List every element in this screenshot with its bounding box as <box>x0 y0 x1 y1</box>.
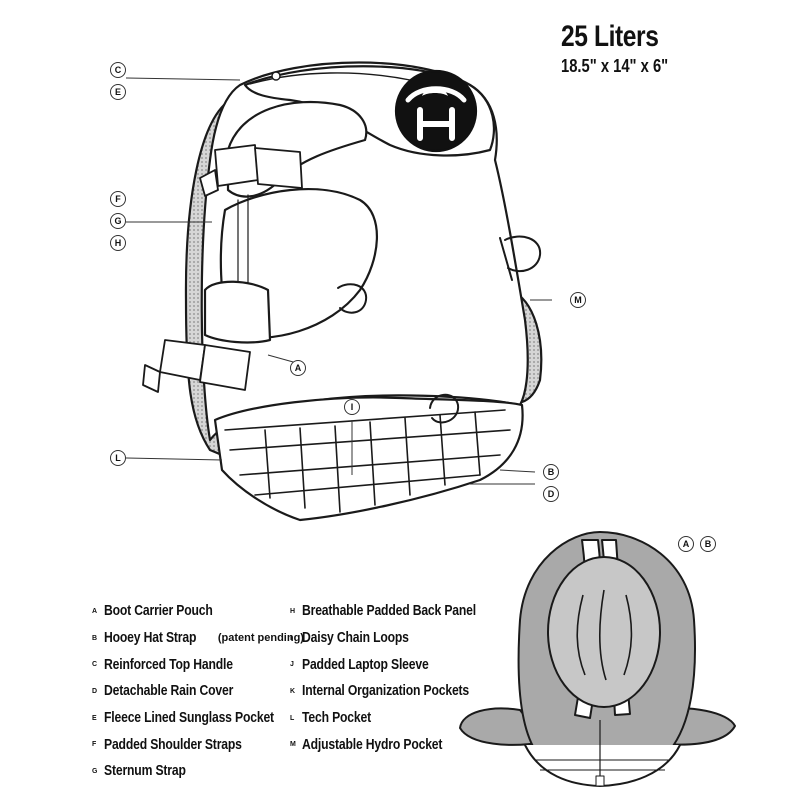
callout-F: F <box>110 191 126 207</box>
legend-item: L Tech Pocket <box>290 705 509 732</box>
callout-lines <box>125 77 552 485</box>
legend-label: Boot Carrier Pouch <box>104 603 213 620</box>
callout-C: C <box>110 62 126 78</box>
legend-item: D Detachable Rain Cover <box>92 678 306 705</box>
legend-key: F <box>92 741 97 749</box>
svg-text:B: B <box>548 467 555 477</box>
callout-I: I <box>344 399 360 415</box>
legend-item: G Sternum Strap <box>92 758 306 785</box>
legend-item: K Internal Organization Pockets <box>290 678 509 705</box>
legend-label: Fleece Lined Sunglass Pocket <box>104 710 274 727</box>
legend-key: B <box>92 634 98 642</box>
legend-label: Breathable Padded Back Panel <box>302 603 477 620</box>
svg-text:F: F <box>115 194 121 204</box>
backpack-main-view <box>142 61 543 522</box>
callout-A-back: A <box>678 536 694 552</box>
svg-text:I: I <box>351 402 354 412</box>
legend-item: M Adjustable Hydro Pocket <box>290 731 509 758</box>
legend-item: H Breathable Padded Back Panel <box>290 598 509 625</box>
side-d-ring <box>504 235 542 273</box>
legend-left: A Boot Carrier Pouch B Hooey Hat Strap (pat… <box>92 598 306 785</box>
legend-item: I Daisy Chain Loops <box>290 625 509 652</box>
svg-text:B: B <box>705 539 712 549</box>
callout-G: G <box>110 213 126 229</box>
waist-buckle <box>142 339 251 393</box>
padded-back-oval <box>547 556 661 708</box>
legend-right: H Breathable Padded Back Panel I Daisy Cha… <box>290 598 509 758</box>
svg-text:G: G <box>114 216 121 226</box>
legend-key: D <box>92 687 98 695</box>
svg-text:M: M <box>574 295 582 305</box>
legend-label: Sternum Strap <box>104 763 186 780</box>
capacity-title: 25 Liters <box>561 20 659 53</box>
legend-key: G <box>92 767 98 775</box>
legend-label: Internal Organization Pockets <box>302 683 470 700</box>
callout-M: M <box>570 292 586 308</box>
legend-item: E Fleece Lined Sunglass Pocket <box>92 705 306 732</box>
legend-item: B Hooey Hat Strap (patent pending) <box>92 625 306 652</box>
legend-key: E <box>92 714 97 722</box>
top-zipper <box>249 72 411 85</box>
callout-B-back: B <box>700 536 716 552</box>
svg-text:H: H <box>115 238 122 248</box>
front-d-ring <box>337 283 368 314</box>
legend-label: Reinforced Top Handle <box>104 656 233 673</box>
legend-note: (patent pending) <box>217 632 304 645</box>
legend-item: J Padded Laptop Sleeve <box>290 651 509 678</box>
legend-label: Hooey Hat Strap <box>104 630 197 647</box>
svg-text:E: E <box>115 87 121 97</box>
svg-text:C: C <box>115 65 122 75</box>
bottom-handle <box>429 393 460 424</box>
legend-label: Padded Laptop Sleeve <box>302 656 429 673</box>
brand-logo <box>394 69 478 153</box>
callout-L: L <box>110 450 126 466</box>
svg-text:A: A <box>683 539 690 549</box>
legend-key: H <box>290 607 296 615</box>
legend-key: C <box>92 661 98 669</box>
callout-H: H <box>110 235 126 251</box>
callout-D: D <box>543 486 559 502</box>
daisy-chain-loops <box>224 409 511 513</box>
legend-key: I <box>290 634 292 642</box>
sternum-buckle <box>199 144 303 197</box>
legend-key: A <box>92 607 98 615</box>
svg-text:D: D <box>548 489 555 499</box>
legend-item: F Padded Shoulder Straps <box>92 731 306 758</box>
legend-label: Daisy Chain Loops <box>302 630 409 647</box>
legend-label: Detachable Rain Cover <box>104 683 234 700</box>
legend-label: Padded Shoulder Straps <box>104 736 242 753</box>
callout-E: E <box>110 84 126 100</box>
boot-carrier-pouch <box>213 396 524 522</box>
svg-text:A: A <box>295 363 302 373</box>
legend-key: J <box>290 661 294 669</box>
legend-label: Tech Pocket <box>302 710 372 727</box>
legend-key: M <box>290 741 296 749</box>
top-zipper-pull <box>271 71 281 81</box>
capacity-block: 25 Liters 18.5" x 14" x 6" <box>561 20 692 77</box>
callout-markers: C E F G H A M I L B D A B <box>110 62 716 552</box>
capacity-dimensions: 18.5" x 14" x 6" <box>561 56 669 76</box>
legend-key: L <box>290 714 295 722</box>
legend-key: K <box>290 687 296 695</box>
svg-text:L: L <box>115 453 121 463</box>
callout-B: B <box>543 464 559 480</box>
legend-item: A Boot Carrier Pouch <box>92 598 306 625</box>
backpack-back-view <box>459 531 736 787</box>
legend-item: C Reinforced Top Handle <box>92 651 306 678</box>
callout-A: A <box>290 360 306 376</box>
tech-pocket <box>203 280 272 344</box>
legend-label: Adjustable Hydro Pocket <box>302 736 443 753</box>
